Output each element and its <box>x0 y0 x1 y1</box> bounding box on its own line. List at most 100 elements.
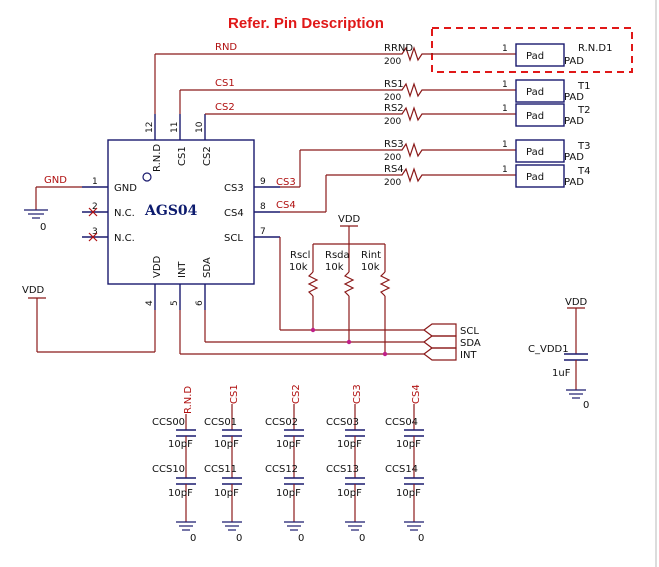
pad-t2: 1 Pad T2 PAD <box>502 103 590 127</box>
cap-ref-bottom: CCS10 <box>152 464 185 475</box>
pin-description-title: Refer. Pin Description <box>228 15 384 32</box>
series-resistor-rs3: RS3 200 <box>384 139 516 163</box>
resistor-ref: RS1 <box>384 79 404 90</box>
pin-label-cs2: CS2 <box>202 146 213 166</box>
resistor-value: 200 <box>384 178 401 188</box>
decoupling-cap: VDD C_VDD1 1uF 0 <box>528 297 589 411</box>
cap-column-cs2: CS2 0 CCS02 10pF CCS12 10pF <box>265 384 304 544</box>
port-int: INT <box>423 347 477 361</box>
port-sda: SDA <box>423 335 481 349</box>
chip-name: AGS04 <box>144 203 198 219</box>
pin-num-5: 5 <box>170 300 180 306</box>
pin-num-1: 1 <box>92 177 98 187</box>
pin-num-3: 3 <box>92 227 98 237</box>
cap-value-top: 10pF <box>214 439 239 450</box>
pin-label-nc2: N.C. <box>114 233 135 244</box>
cap-ref-top: CCS04 <box>385 417 418 428</box>
cap-ref-top: CCS00 <box>152 417 185 428</box>
pullup-ref-rint: Rint <box>361 250 381 261</box>
cap-net-label: R.N.D <box>183 386 194 414</box>
net-cs3: CS3 <box>276 177 296 188</box>
pin-label-cs3: CS3 <box>224 183 244 194</box>
series-resistor-rs1: RS1 200 <box>384 79 516 103</box>
net-vdd-left: VDD <box>22 285 45 296</box>
pin-num-9: 9 <box>260 177 266 187</box>
pad-t4: 1 Pad T4 PAD <box>502 164 590 188</box>
resistor-ref: RRND <box>384 43 413 54</box>
ground-symbol <box>24 209 48 219</box>
resistor-value: 200 <box>384 117 401 127</box>
net-gnd: GND <box>44 175 67 186</box>
pad-pin-num: 1 <box>502 165 508 175</box>
cap-value-bottom: 10pF <box>214 488 239 499</box>
cap-ref-top: CCS02 <box>265 417 298 428</box>
pin-label-gnd: GND <box>114 183 137 194</box>
pin-num-8: 8 <box>260 202 266 212</box>
pad-pin-num: 1 <box>502 44 508 54</box>
cap-ref-bottom: CCS14 <box>385 464 418 475</box>
pad-pin-num: 1 <box>502 140 508 150</box>
cap-value-top: 10pF <box>396 439 421 450</box>
cap-column-rnd: R.N.D 0 CCS00 10pF CCS10 10pF <box>152 386 196 544</box>
cap-value-top: 10pF <box>276 439 301 450</box>
gnd-value: 0 <box>298 533 304 544</box>
decoupling-value: 1uF <box>552 368 571 379</box>
pad-label: Pad <box>526 111 544 122</box>
cap-ref-top: CCS03 <box>326 417 359 428</box>
cap-column-cs1: CS1 0 CCS01 10pF CCS11 10pF <box>204 384 242 544</box>
pin-label-cs1: CS1 <box>177 146 188 166</box>
resistor-value: 200 <box>384 93 401 103</box>
pin-label-nc1: N.C. <box>114 208 135 219</box>
net-rnd: RND <box>215 42 237 53</box>
gnd-value: 0 <box>359 533 365 544</box>
pin-num-2: 2 <box>92 202 98 212</box>
pin-label-scl: SCL <box>224 233 243 244</box>
gnd-value: 0 <box>418 533 424 544</box>
pin-num-6: 6 <box>195 300 205 306</box>
pad-ref: T2 <box>577 105 590 116</box>
port-label: SDA <box>460 338 481 349</box>
pullup-value-rsda: 10k <box>325 262 344 273</box>
cap-ref-bottom: CCS12 <box>265 464 298 475</box>
pad-ref: R.N.D1 <box>578 43 613 54</box>
cap-value-bottom: 10pF <box>337 488 362 499</box>
pin-num-7: 7 <box>260 227 266 237</box>
pin-num-11: 11 <box>170 122 180 133</box>
cap-net-label: CS3 <box>352 384 363 404</box>
resistor-value: 200 <box>384 153 401 163</box>
port-label: SCL <box>460 326 479 337</box>
series-resistor-rs4: RS4 200 <box>384 164 516 188</box>
resistor-value: 200 <box>384 57 401 67</box>
resistor-ref: RS4 <box>384 164 404 175</box>
pad-t1: 1 Pad T1 PAD <box>502 79 590 103</box>
pin-label-int: INT <box>177 261 188 278</box>
net-cs4: CS4 <box>276 200 296 211</box>
cap-value-bottom: 10pF <box>276 488 301 499</box>
cap-value-top: 10pF <box>337 439 362 450</box>
cap-ref-bottom: CCS13 <box>326 464 359 475</box>
pad-pin-num: 1 <box>502 104 508 114</box>
pin-num-12: 12 <box>145 122 155 133</box>
pin-num-4: 4 <box>145 300 155 306</box>
cap-net-label: CS2 <box>291 384 302 404</box>
pullup-ref-rscl: Rscl <box>290 250 310 261</box>
cap-ref-top: CCS01 <box>204 417 237 428</box>
net-cs2: CS2 <box>215 102 235 113</box>
pad-ref: T1 <box>577 81 590 92</box>
resistor-ref: RS2 <box>384 103 404 114</box>
gnd-value: 0 <box>190 533 196 544</box>
nc-marks <box>88 207 98 242</box>
pullup-value-rint: 10k <box>361 262 380 273</box>
cap-net-label: CS4 <box>411 384 422 404</box>
net-vdd-pullup: VDD <box>338 214 361 225</box>
gnd-value: 0 <box>583 400 589 411</box>
highlight-box <box>431 27 633 73</box>
decoupling-ref: C_VDD1 <box>528 344 569 355</box>
pad-ref: T3 <box>577 141 590 152</box>
cap-ref-bottom: CCS11 <box>204 464 237 475</box>
cap-net-label: CS1 <box>229 384 240 404</box>
cap-value-bottom: 10pF <box>168 488 193 499</box>
gnd-value: 0 <box>40 222 46 233</box>
net-vdd-cap: VDD <box>565 297 588 308</box>
